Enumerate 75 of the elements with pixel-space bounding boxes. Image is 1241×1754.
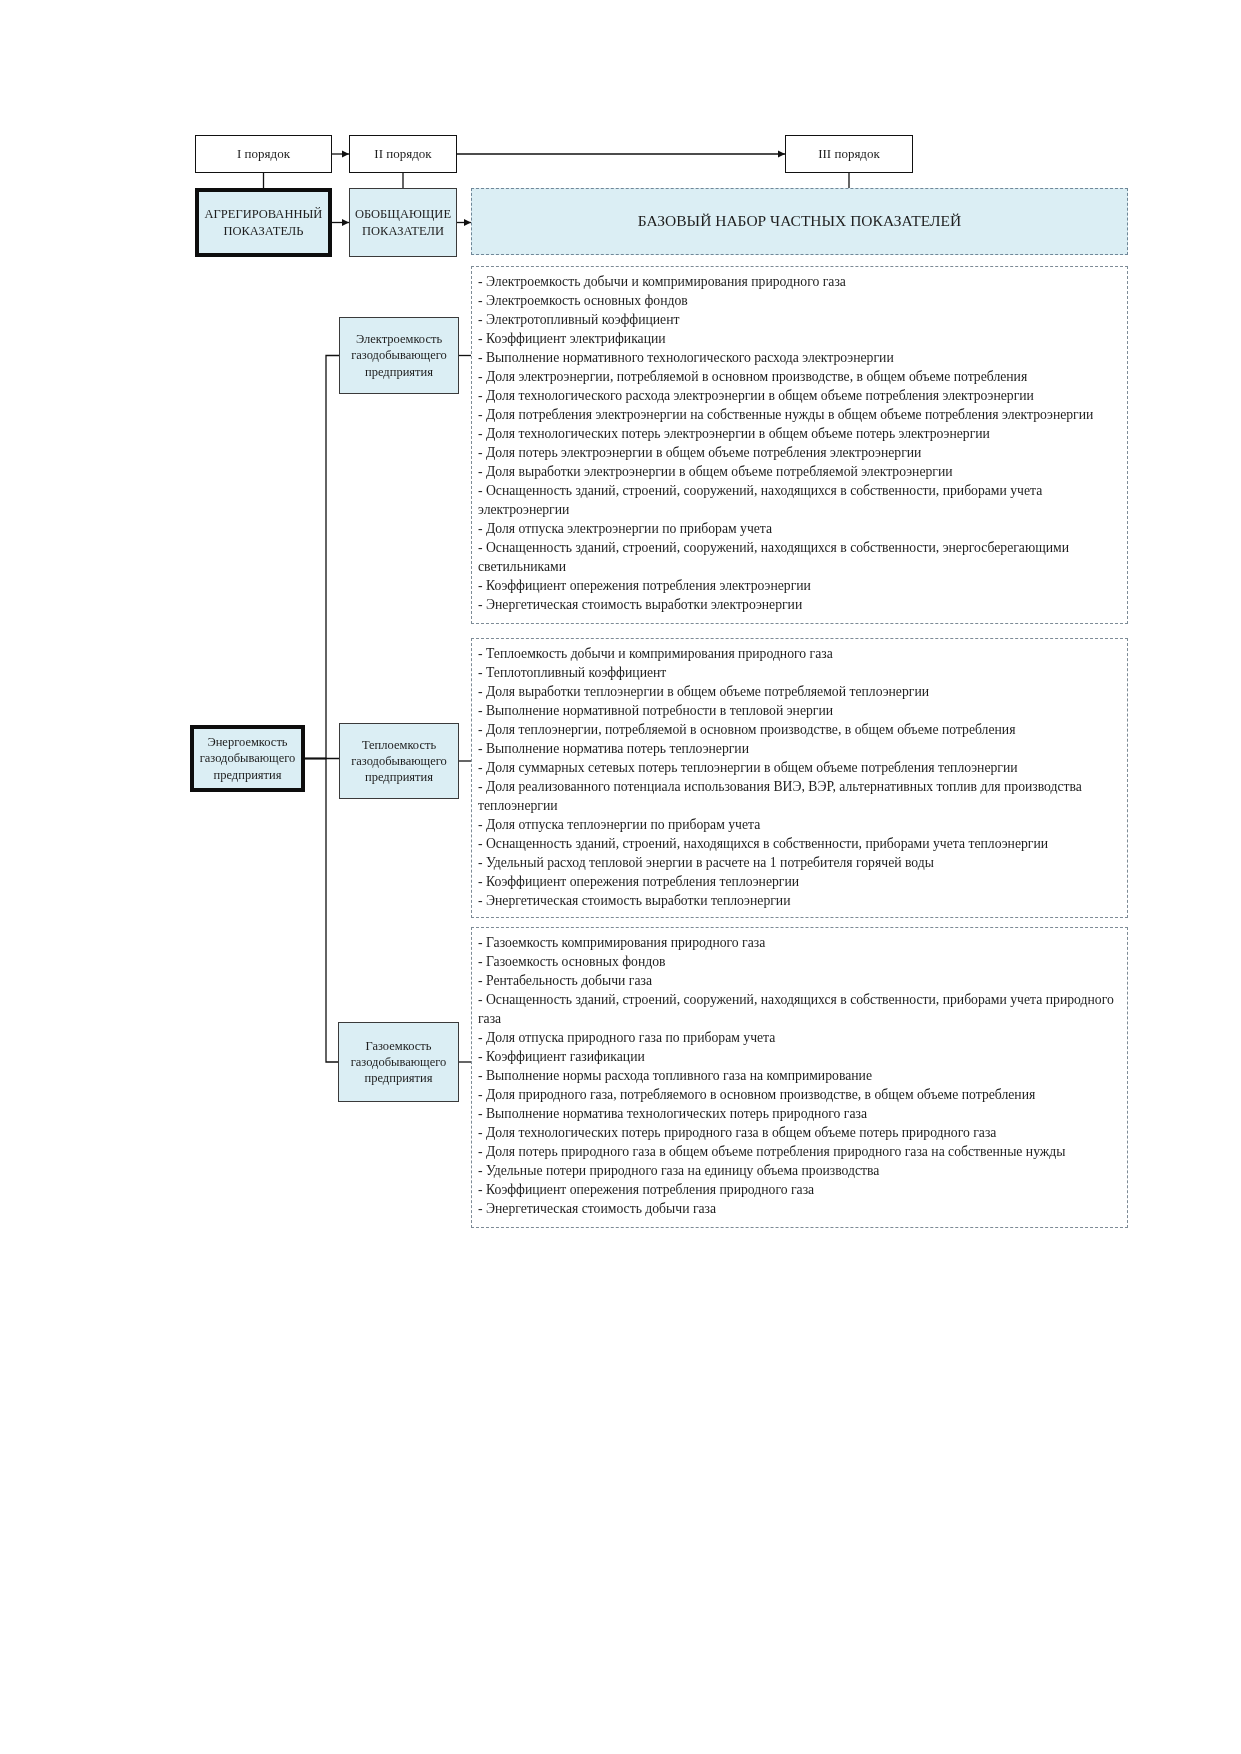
panel-title: БАЗОВЫЙ НАБОР ЧАСТНЫХ ПОКАЗАТЕЛЕЙ [637,211,962,232]
list-item: - Доля выработки электроэнергии в общем объеме потребляемой электроэнергии [478,463,954,481]
list-item: - Выполнение нормативного технологического расхода электроэнергии [478,349,895,367]
list-item: - Доля выработки теплоэнергии в общем объеме потребляемой теплоэнергии [478,683,931,701]
box-label: ОБОБЩАЮЩИЕ ПОКАЗАТЕЛИ [353,206,453,239]
list-item: - Доля теплоэнергии, потребляемой в основном производстве, в общем объеме потребления [478,721,1017,739]
list-item: - Доля потерь электроэнергии в общем объеме потребления электроэнергии [478,444,923,462]
aggregate-indicator-box [195,188,332,257]
list-item: - Коэффициент опережения потребления электроэнергии [478,577,812,595]
box-label: Энергоемкость газодобывающего предприятия [198,734,297,783]
list-item: - Доля потребления электроэнергии на собственные нужды в общем объеме потребления электроэнергии [478,406,1095,424]
list-item: - Доля технологических потерь электроэнергии в общем объеме потерь электроэнергии [478,425,991,443]
list-item: - Доля реализованного потенциала использования ВИЭ, ВЭР, альтернативных топлив для производства теплоэнергии [478,778,1083,815]
list-item: - Доля суммарных сетевых потерь теплоэнергии в общем объеме потребления теплоэнергии [478,759,1019,777]
list-item: - Доля потерь природного газа в общем объеме потребления природного газа на собственные нужды [478,1143,1067,1161]
box-label: Газоемкость газодобывающего предприятия [349,1037,448,1087]
list-item: - Выполнение нормативной потребности в тепловой энергии [478,702,835,720]
list-item: - Электротопливный коэффициент [478,311,681,329]
list-item: - Газоемкость основных фондов [478,953,667,971]
list-item: - Выполнение нормы расхода топливного газа на компримирование [478,1067,873,1085]
connector-line [304,757,339,1063]
order-label: II порядок [374,145,432,163]
list-item: - Газоемкость компримирования природного газа [478,934,767,952]
box-label: Теплоемкость газодобывающего предприятия [350,736,448,786]
energy-intensity-box [190,725,305,792]
order-level-box [195,135,332,173]
indicator-group-box [339,723,459,799]
list-item: - Доля отпуска природного газа по приборам учета [478,1029,777,1047]
connector-line [458,760,472,762]
indicator-group-box [338,1022,459,1102]
list-item: - Энергетическая стоимость добычи газа [478,1200,718,1218]
list-item: - Доля отпуска электроэнергии по приборам учета [478,520,774,538]
box-label: АГРЕГИРОВАННЫЙ ПОКАЗАТЕЛЬ [203,206,324,239]
list-item: - Коэффициент опережения потребления теплоэнергии [478,873,801,891]
list-item: - Доля технологических потерь природного газа в общем объеме потерь природного газа [478,1124,998,1142]
list-item: - Удельные потери природного газа на единицу объема производства [478,1162,881,1180]
connector-line [402,172,404,189]
order-label: III порядок [818,145,880,163]
list-item: - Оснащенность зданий, строений, сооружений, находящихся в собственности, энергосберегающими светильниками [478,539,1070,576]
arrow [331,150,350,158]
connector-line [458,1061,472,1063]
list-item: - Доля природного газа, потребляемого в основном производстве, в общем объеме потребления [478,1086,1037,1104]
list-item: - Коэффициент электрификации [478,330,667,348]
order-level-box [785,135,913,173]
indicator-list-panel [471,927,1128,1228]
list-item: - Коэффициент опережения потребления природного газа [478,1181,816,1199]
list-item: - Доля электроэнергии, потребляемой в основном производстве, в общем объеме потребления [478,368,1029,386]
list-item: - Энергетическая стоимость выработки теплоэнергии [478,892,792,910]
indicator-group-box [339,317,459,394]
list-item: - Оснащенность зданий, строений, сооружений, находящихся в собственности, приборами учета электроэнергии [478,482,1044,519]
list-item: - Оснащенность зданий, строений, сооружений, находящихся в собственности, приборами учета природного газа [478,991,1115,1028]
list-item: - Теплоемкость добычи и компримирования природного газа [478,645,834,663]
list-item: - Доля технологического расхода электроэнергии в общем объеме потребления электроэнергии [478,387,1035,405]
list-item: - Доля отпуска теплоэнергии по приборам учета [478,816,762,834]
list-item: - Энергетическая стоимость выработки электроэнергии [478,596,804,614]
arrow [456,150,786,158]
list-item: - Рентабельность добычи газа [478,972,653,990]
box-label: Электроемкость газодобывающего предприятия [350,331,448,380]
indicator-list-panel [471,266,1128,624]
base-indicator-set-panel [471,188,1128,255]
list-item: - Выполнение норматива потерь теплоэнергии [478,740,750,758]
arrow [331,219,350,226]
list-item: - Выполнение норматива технологических потерь природного газа [478,1105,868,1123]
list-item: - Коэффициент газификации [478,1048,646,1066]
connector-line [848,172,850,189]
list-item: - Удельный расход тепловой энергии в расчете на 1 потребителя горячей воды [478,854,935,872]
generalizing-indicators-box [349,188,457,257]
arrow [456,219,472,226]
list-item: - Электроемкость основных фондов [478,292,689,310]
order-label: I порядок [237,145,290,163]
order-level-box [349,135,457,173]
list-item: - Электроемкость добычи и компримирования природного газа [478,273,847,291]
list-item: - Теплотопливный коэффициент [478,664,668,682]
list-item: - Оснащенность зданий, строений, находящихся в собственности, приборами учета теплоэнергии [478,835,1050,853]
indicator-list-panel [471,638,1128,918]
